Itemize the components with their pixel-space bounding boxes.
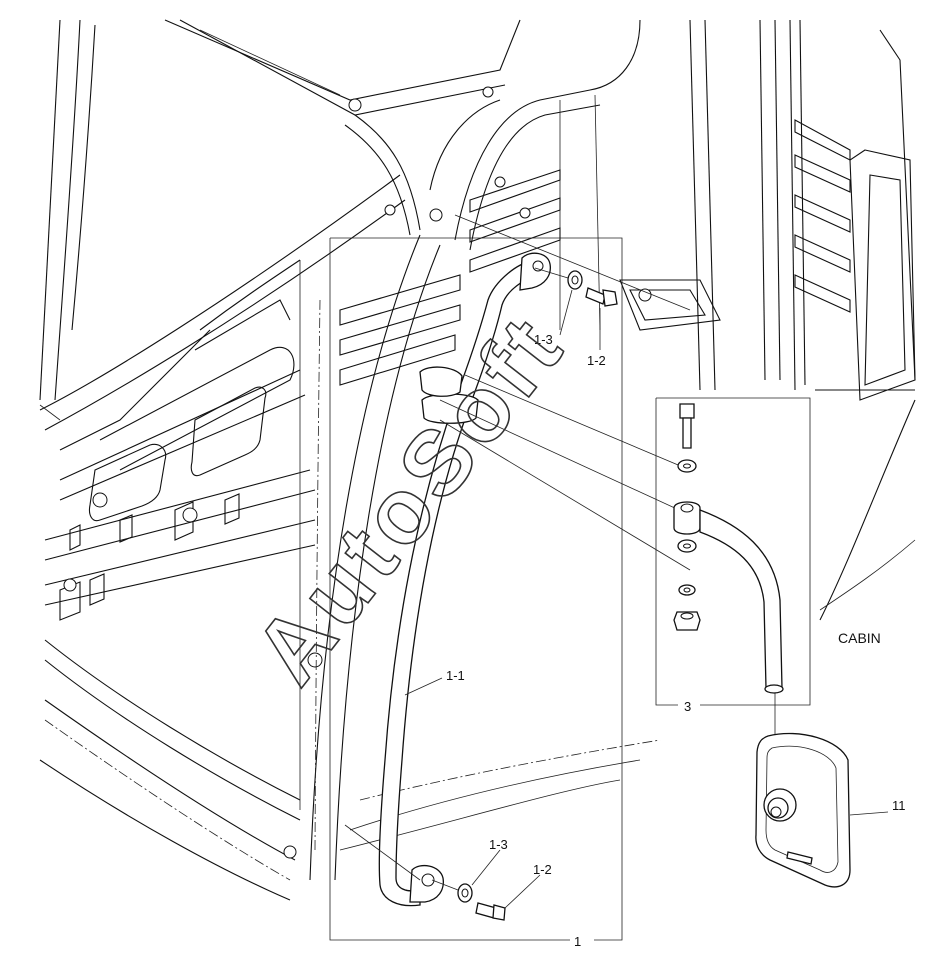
label-bracket: 3 xyxy=(684,699,691,714)
bracket-3-box xyxy=(655,397,811,706)
cabin-frame xyxy=(39,19,916,901)
label-cabin: CABIN xyxy=(838,630,881,646)
mirror-bracket xyxy=(673,403,784,694)
label-washer-lower: 1-3 xyxy=(489,837,508,852)
label-bolt-upper: 1-2 xyxy=(587,353,606,368)
label-bolt-lower: 1-2 xyxy=(533,862,552,877)
assembly-1-box xyxy=(329,237,623,941)
lower-fasteners xyxy=(431,879,506,921)
label-mirror: 11 xyxy=(892,798,906,813)
label-washer-upper: 1-3 xyxy=(534,332,553,347)
handrail-tube xyxy=(378,252,551,907)
mirror xyxy=(755,732,851,888)
label-tube: 1-1 xyxy=(446,668,465,683)
upper-fasteners xyxy=(534,267,618,307)
leader-lines xyxy=(404,289,889,909)
label-assembly: 1 xyxy=(574,934,581,949)
